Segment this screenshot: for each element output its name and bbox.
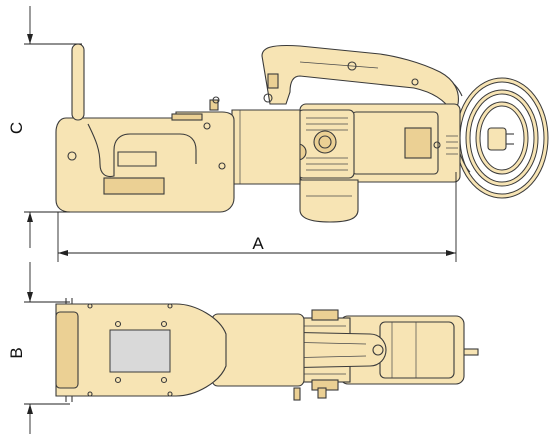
side-view: [55, 43, 549, 223]
plug-icon: [487, 127, 514, 151]
dimension-b-label: B: [7, 347, 26, 358]
top-view: [55, 298, 479, 402]
side-valves: [293, 387, 327, 401]
head-top: [55, 298, 227, 402]
dimension-c-label: C: [7, 122, 26, 134]
inspection-window: [109, 329, 171, 373]
motor-housing-top: [339, 315, 465, 385]
dimension-b: [24, 262, 70, 434]
stop-rod: [71, 43, 85, 121]
cylinder-body: [209, 93, 301, 185]
dimension-c: [24, 6, 82, 248]
cutting-head: [55, 111, 235, 213]
dimension-a: [57, 172, 457, 262]
dimension-a-label: A: [252, 234, 264, 253]
handle: [261, 44, 459, 113]
oil-tank: [299, 179, 359, 223]
